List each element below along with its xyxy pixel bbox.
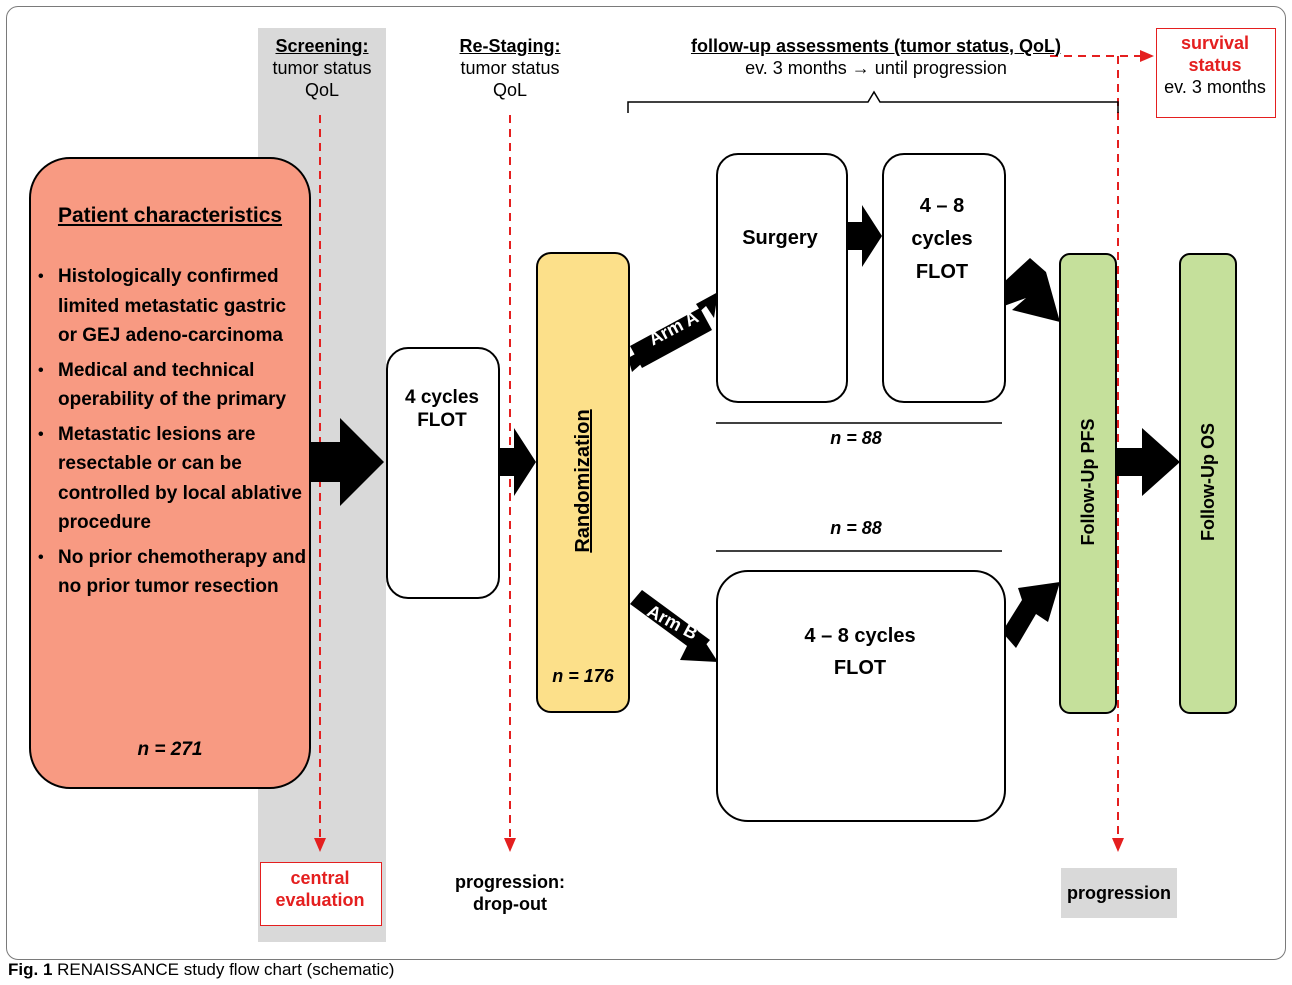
followup-brace (627, 90, 1119, 113)
survival-line2: status (1188, 54, 1242, 75)
patient-title: Patient characteristics (57, 204, 283, 227)
followup-arrowhead (1112, 838, 1124, 852)
induction-line2: FLOT (417, 410, 467, 432)
restaging-header: Re-Staging: tumor status QoL (440, 36, 580, 102)
arrow-arm-b-to-pfs (1002, 582, 1060, 648)
followup-pfs-box (1059, 253, 1117, 714)
figure-caption: Fig. 1 RENAISSANCE study flow chart (sch… (8, 960, 394, 980)
arm-b-arrow-head (680, 628, 718, 662)
followup-progression-text: progression (1066, 883, 1172, 903)
followup-os-box (1179, 253, 1237, 714)
patient-bullet-4: No prior chemotherapy and no prior tumor… (36, 543, 308, 602)
induction-text: 4 cycles FLOT (386, 386, 498, 432)
induction-line1: 4 cycles (405, 387, 479, 408)
followup-os-label: Follow-Up OS (1198, 423, 1218, 541)
restaging-line2: QoL (492, 79, 528, 100)
arm-a-n: n = 88 (830, 428, 882, 448)
central-evaluation-text: central evaluation (260, 868, 380, 912)
patient-n: n = 271 (137, 739, 203, 760)
dropout-line1: progression: (454, 872, 565, 892)
screening-title: Screening: (275, 36, 369, 56)
restaging-line1: tumor status (460, 57, 560, 78)
central-evaluation-line1: central (290, 868, 350, 888)
survival-arrowhead (1140, 50, 1154, 62)
figure-frame (6, 6, 1286, 960)
arrow-patients-to-induction (310, 418, 384, 506)
surgery-box (716, 153, 848, 403)
arm-a-flot-line1: 4 – 8 (919, 195, 965, 217)
patient-bullets: Histologically confirmed limited metasta… (36, 262, 308, 607)
arrow-induction-to-randomization (497, 428, 536, 496)
followup-title: follow-up assessments (tumor status, QoL… (690, 36, 1062, 56)
randomization-box (536, 252, 630, 713)
arm-b-flot-line2: FLOT (833, 657, 887, 679)
screening-header: Screening: tumor status QoL (252, 36, 392, 102)
survival-box (1156, 28, 1276, 118)
arm-a-arrow-body (630, 308, 712, 368)
followup-pfs-label: Follow-Up PFS (1078, 418, 1098, 546)
arm-a-flot-line3: FLOT (915, 261, 969, 283)
arm-a-flot-box (882, 153, 1006, 403)
arrow-arm-a-to-pfs (1004, 258, 1060, 322)
arm-b-n: n = 88 (830, 518, 882, 538)
patient-bullet-1: Histologically confirmed limited metasta… (36, 262, 308, 351)
caption-fig: Fig. 1 (8, 960, 53, 979)
survival-line1: survival (1180, 33, 1250, 53)
arrow-surgery-to-flot (846, 205, 882, 267)
surgery-label: Surgery (742, 227, 818, 249)
screening-line2: QoL (304, 79, 340, 100)
dropout-text: progression: drop-out (430, 872, 590, 916)
caption-text: RENAISSANCE study flow chart (schematic) (52, 960, 395, 979)
arm-a-flot-line2: cycles (911, 228, 973, 250)
randomization-n: n = 176 (552, 666, 614, 686)
patient-bullet-3: Metastatic lesions are resectable or can… (36, 420, 308, 538)
arm-b-flot-text: 4 – 8 cycles FLOT (716, 620, 1004, 684)
arm-b-flot-line1: 4 – 8 cycles (804, 625, 916, 647)
survival-line3: ev. 3 months (1164, 76, 1266, 97)
induction-box (386, 347, 500, 599)
arm-b-arrow-body (630, 590, 710, 654)
followup-subtitle: ev. 3 months → until progression (745, 57, 1007, 78)
screening-arrowhead (314, 838, 326, 852)
survival-text: survival status ev. 3 months (1156, 33, 1274, 99)
arm-a-flot-text: 4 – 8 cycles FLOT (882, 190, 1002, 289)
patient-bullet-2: Medical and technical operability of the… (36, 356, 308, 415)
followup-header: follow-up assessments (tumor status, QoL… (690, 36, 1062, 80)
screening-line1: tumor status (272, 57, 372, 78)
restaging-title: Re-Staging: (459, 36, 561, 56)
arrow-pfs-to-os (1116, 428, 1180, 496)
restaging-arrowhead (504, 838, 516, 852)
central-evaluation-box (260, 862, 382, 926)
progression-band (1061, 868, 1177, 918)
arm-b-flot-box (716, 570, 1006, 822)
central-evaluation-line2: evaluation (275, 889, 365, 910)
randomization-label: Randomization (572, 409, 594, 553)
dropout-line2: drop-out (473, 893, 547, 914)
